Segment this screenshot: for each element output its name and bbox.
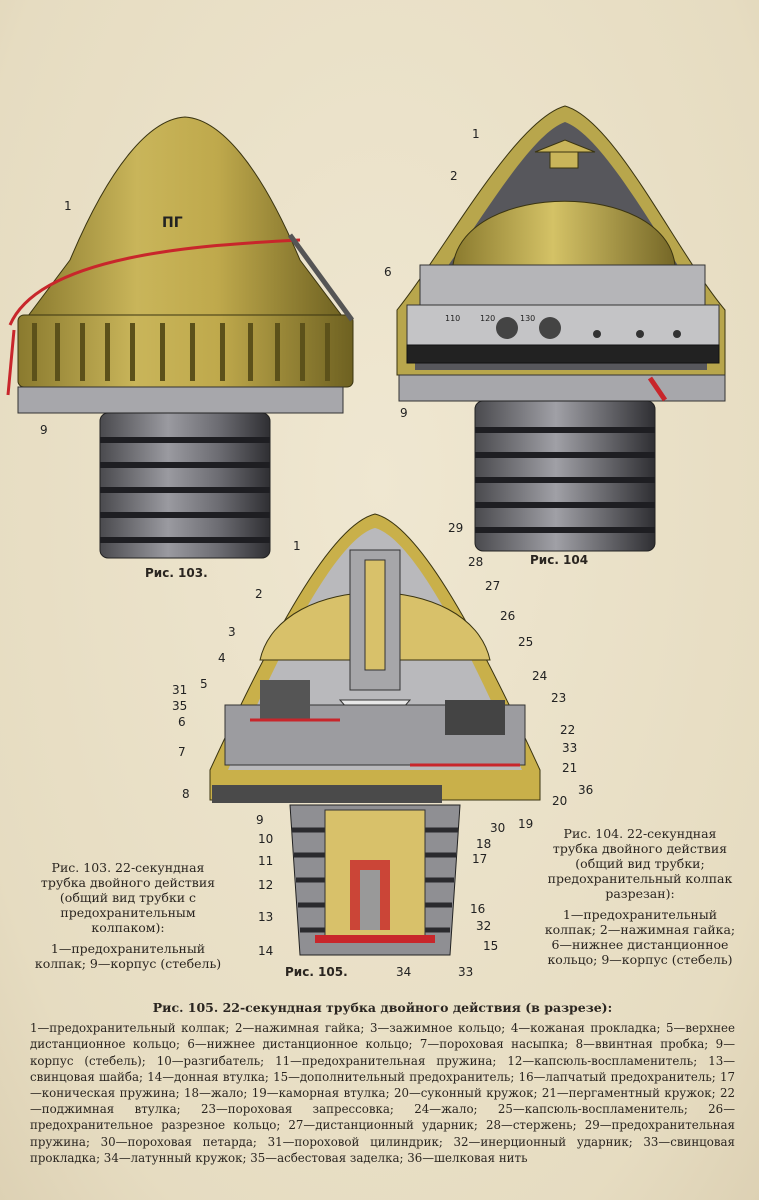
fig105-label-31: 31 bbox=[172, 683, 188, 697]
fig103-description-text: Рис. 103. 22-секундная трубка двойного д… bbox=[40, 860, 216, 935]
fig105-label-9: 9 bbox=[256, 813, 264, 827]
fig105-label-24: 24 bbox=[532, 669, 548, 683]
fig104-label-1: 1 bbox=[472, 127, 480, 141]
fig103-legend: 1—предохранительный колпак; 9—корпус (ст… bbox=[34, 941, 222, 971]
fig104-legend: 1—предохранительный колпак; 2—нажимная г… bbox=[544, 907, 736, 967]
fig105-label-2: 2 bbox=[255, 587, 263, 601]
fig105-label-27: 27 bbox=[485, 579, 501, 593]
fig105-label-16: 16 bbox=[470, 902, 486, 916]
fig105-label-12: 12 bbox=[258, 878, 274, 892]
fig105-label-17: 17 bbox=[472, 852, 488, 866]
fig105-label-3: 3 bbox=[228, 625, 236, 639]
fig105-label-4: 4 bbox=[218, 651, 226, 665]
fig104-scale-110: 110 bbox=[445, 314, 461, 323]
fig104-label-2: 2 bbox=[450, 169, 458, 183]
fig105-label-34: 34 bbox=[396, 965, 412, 979]
fig105-label-35: 35 bbox=[172, 699, 188, 713]
fig105-main-caption-title: Рис. 105. 22-секундная трубка двойного д… bbox=[152, 1000, 613, 1015]
fig105-label-22: 22 bbox=[560, 723, 576, 737]
fig103-marking: ПГ bbox=[162, 215, 183, 231]
fig105-main-caption-body: 1—предохранительный колпак; 2—нажимная г… bbox=[30, 1021, 735, 1165]
fig103-description: Рис. 103. 22-секундная трубка двойного д… bbox=[28, 860, 228, 971]
fig105-label-13: 13 bbox=[258, 910, 274, 924]
fig105-label-25: 25 bbox=[518, 635, 534, 649]
fig105-label-33a: 33 bbox=[562, 741, 578, 755]
fig105-caption: Рис. 105. bbox=[285, 965, 348, 979]
fig105-label-23: 23 bbox=[551, 691, 567, 705]
fig104-description-text: Рис. 104. 22-секундная трубка двойного д… bbox=[547, 826, 733, 901]
fig105-label-30: 30 bbox=[490, 821, 506, 835]
fig105-label-10: 10 bbox=[258, 832, 274, 846]
fig104-scale-130: 130 bbox=[520, 314, 536, 323]
fig105-label-1: 1 bbox=[293, 539, 301, 553]
fig105-label-19: 19 bbox=[518, 817, 534, 831]
fig105-label-21: 21 bbox=[562, 761, 578, 775]
fig105-label-36: 36 bbox=[578, 783, 594, 797]
fig103-label-1: 1 bbox=[64, 199, 72, 213]
figure-104-illustration bbox=[396, 105, 726, 552]
fig105-label-14: 14 bbox=[258, 944, 274, 958]
fig104-caption: Рис. 104 bbox=[530, 553, 589, 567]
fig103-label-9: 9 bbox=[40, 423, 48, 437]
fig104-label-6: 6 bbox=[384, 265, 392, 279]
fig103-caption: Рис. 103. bbox=[145, 566, 208, 580]
fig104-label-9: 9 bbox=[400, 406, 408, 420]
fig104-scale-120: 120 bbox=[480, 314, 496, 323]
fig105-label-7: 7 bbox=[178, 745, 186, 759]
figure-105-illustration bbox=[209, 513, 541, 956]
figure-103-illustration bbox=[6, 116, 355, 559]
fig104-description: Рис. 104. 22-секундная трубка двойного д… bbox=[540, 826, 740, 967]
fig105-label-18: 18 bbox=[476, 837, 492, 851]
fig105-label-6: 6 bbox=[178, 715, 186, 729]
fig105-label-26: 26 bbox=[500, 609, 516, 623]
fig105-label-11: 11 bbox=[258, 854, 274, 868]
fig105-label-28: 28 bbox=[468, 555, 484, 569]
fig105-label-8: 8 bbox=[182, 787, 190, 801]
fig105-label-5: 5 bbox=[200, 677, 208, 691]
fig105-label-29: 29 bbox=[448, 521, 464, 535]
fig105-label-32: 32 bbox=[476, 919, 492, 933]
fig105-label-20: 20 bbox=[552, 794, 568, 808]
fig105-main-caption: Рис. 105. 22-секундная трубка двойного д… bbox=[30, 1000, 735, 1166]
fig105-label-15: 15 bbox=[483, 939, 499, 953]
fig105-label-33b: 33 bbox=[458, 965, 474, 979]
